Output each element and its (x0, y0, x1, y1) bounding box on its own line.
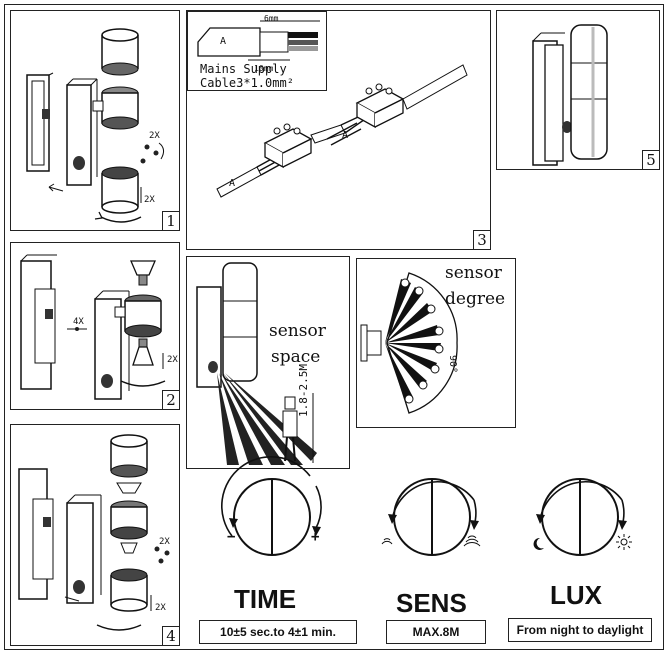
wire-strip-illustration (197, 20, 320, 61)
wire-strip-detail: A 6mm 10mm Mains Supply Cable3*1.0mm² (187, 11, 327, 91)
sens-range-value: MAX.8M (386, 620, 486, 644)
panel-step-2: 4X 2X 2 (10, 242, 180, 410)
sensor-space-illustration (196, 262, 317, 465)
assembled-lamp-illustration (532, 24, 608, 166)
step-number: 2 (162, 390, 179, 409)
panel-step-3: A 6mm 10mm Mains Supply Cable3*1.0mm² A … (186, 10, 491, 250)
strip-length-top: 6mm (264, 14, 279, 23)
sensor-degree-title-line2: degree (445, 289, 506, 309)
lux-dial-icon[interactable] (533, 478, 632, 556)
time-increase-symbol: + (311, 529, 320, 545)
rotate-2x-label: 2X (155, 603, 166, 613)
rotate-2x-label: 2X (159, 537, 170, 547)
sensor-degree-illustration (360, 272, 458, 414)
time-dial-icon[interactable] (221, 456, 322, 556)
sensor-space-title-line2: space (271, 347, 321, 367)
step-number: 5 (642, 150, 659, 169)
panel-step-1: 2X 2X 1 (10, 10, 180, 231)
strip-length-bottom: 10mm (254, 64, 274, 73)
rotate-2x-label: 2X (167, 355, 178, 365)
step-1-illustration (26, 28, 165, 223)
sensor-space-panel: sensor space 1.8-2.5M (186, 256, 350, 469)
step-number: 4 (162, 626, 179, 645)
conductor-label: A (220, 36, 227, 47)
conductor-label: A (229, 178, 236, 189)
lux-range-value: From night to daylight (508, 618, 652, 642)
rotate-2x-label: 2X (144, 195, 155, 205)
screws-4x-label: 4X (73, 317, 84, 327)
step-4-illustration (18, 434, 170, 631)
sensor-degree-title-line1: sensor (445, 263, 502, 283)
lux-title: LUX (550, 580, 602, 610)
cable-caption-line2: Cable3*1.0mm² (200, 76, 294, 90)
time-range-value: 10±5 sec.to 4±1 min. (199, 620, 357, 644)
time-decrease-symbol: − (227, 529, 236, 545)
cable-caption-line1: Mains Supply (200, 62, 287, 76)
step-2-illustration (20, 254, 166, 400)
manual-page-frame (4, 4, 664, 650)
panel-step-4: 2X 2X 4 (10, 424, 180, 646)
conductor-label: A (342, 130, 349, 141)
terminal-block-illustration (216, 64, 468, 198)
sens-title: SENS (396, 588, 467, 618)
sens-dial-icon[interactable] (381, 478, 481, 556)
sensor-space-title-line1: sensor (269, 321, 326, 341)
rotate-2x-label: 2X (149, 131, 160, 141)
time-title: TIME (234, 584, 297, 614)
sensor-degree-panel: sensor degree 90° (356, 258, 516, 428)
step-number: 3 (473, 230, 490, 249)
panel-step-5: 5 (496, 10, 660, 170)
step-number: 1 (162, 211, 179, 230)
